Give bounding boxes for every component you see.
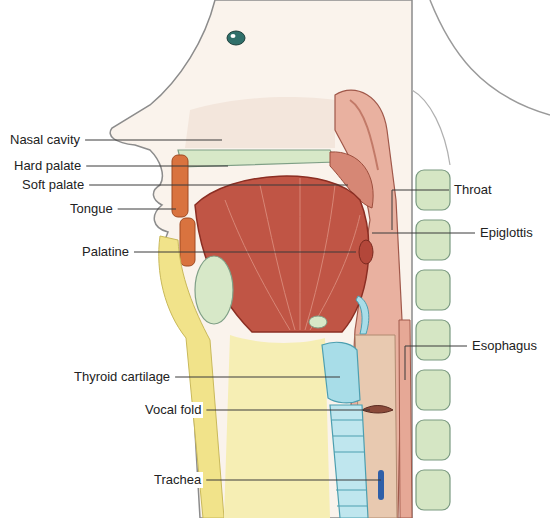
trachea-rings (332, 420, 367, 506)
leader-line (206, 480, 381, 481)
part-label: Tongue (68, 201, 115, 217)
leader-line (372, 233, 475, 234)
part-label: Nasal cavity (8, 132, 82, 148)
leader-line (206, 410, 370, 411)
trachea-tube (330, 405, 368, 518)
jaw-bone (195, 256, 233, 324)
part-label: Palatine (80, 244, 131, 260)
eye (227, 31, 245, 45)
thyroid-cartilage-shape (322, 342, 360, 403)
upper-teeth (172, 155, 188, 217)
part-label: Soft palate (20, 177, 86, 193)
leader-line (175, 377, 340, 378)
part-label: Trachea (152, 472, 203, 488)
lower-teeth (180, 218, 195, 266)
part-label: Esophagus (470, 338, 539, 354)
leader-line (89, 185, 348, 186)
neck-outline (412, 90, 450, 165)
leader-line (405, 346, 467, 380)
vocal-fold-shape (362, 406, 393, 414)
palatine-tonsil (359, 240, 373, 264)
epiglottis-flap (356, 296, 369, 334)
hyoid-bone (309, 316, 327, 328)
leader-line (118, 209, 176, 210)
eye-highlight (231, 34, 236, 38)
part-label: Hard palate (12, 158, 83, 174)
part-label: Thyroid cartilage (72, 369, 172, 385)
part-label: Throat (452, 182, 494, 198)
tongue-fibers (225, 178, 360, 330)
head-skin (110, 0, 412, 518)
leader-line (134, 252, 356, 253)
trachea-marker (378, 470, 384, 500)
neck-tissue (224, 335, 330, 518)
leader-line (392, 190, 449, 230)
part-label: Vocal fold (143, 402, 203, 418)
hard-palate-bone (178, 150, 336, 167)
skull-outline (430, 0, 550, 115)
leader-line (85, 140, 222, 141)
spine-vertebrae (416, 170, 450, 510)
part-label: Epiglottis (478, 225, 535, 241)
tongue-muscle (195, 176, 369, 332)
leader-line (86, 166, 228, 167)
